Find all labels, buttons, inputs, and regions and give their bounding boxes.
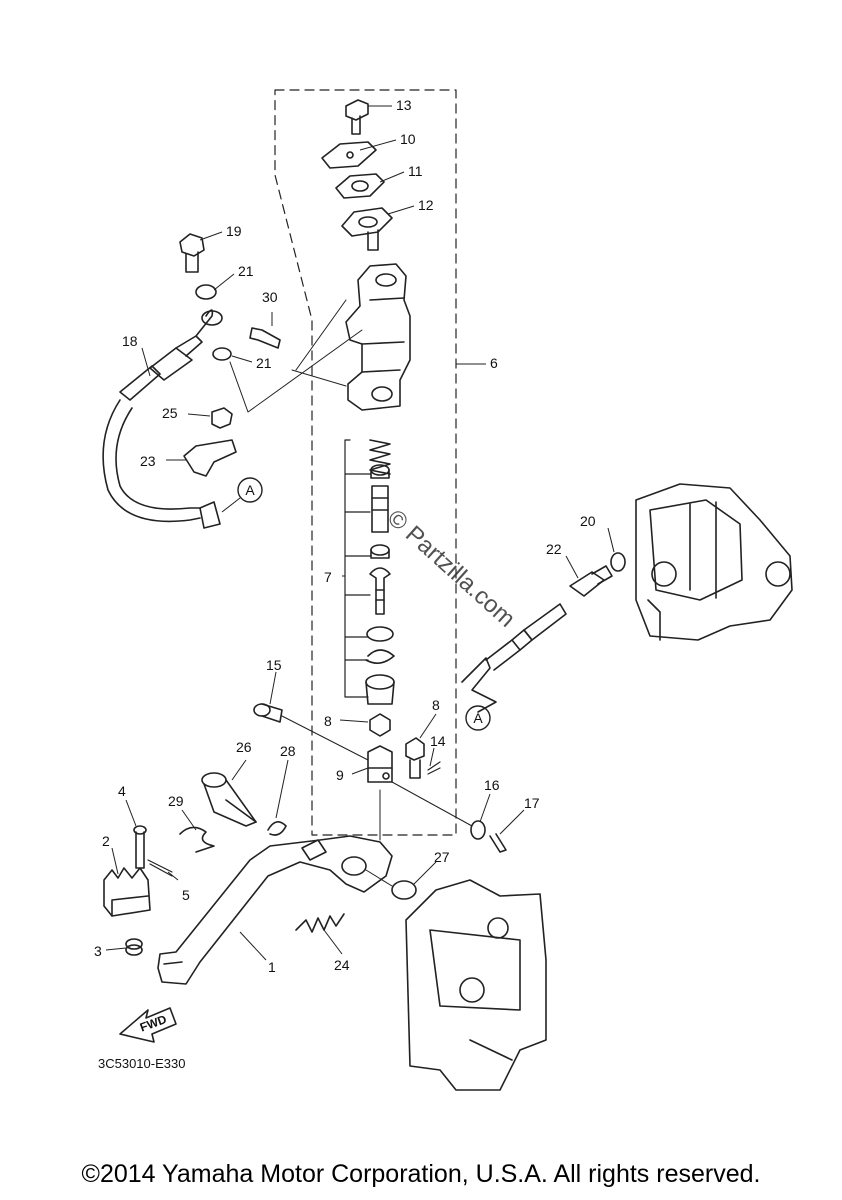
ref-marker-a-left: A — [237, 477, 263, 503]
callout-6: 6 — [490, 355, 498, 371]
part-25-shaft — [201, 772, 257, 827]
callout-13: 13 — [396, 97, 412, 113]
part-27-circlip — [267, 821, 287, 836]
callout-8-left: 8 — [324, 713, 332, 729]
part-7-cup — [370, 464, 390, 479]
part-22-banjo — [569, 565, 613, 597]
part-26-washer — [391, 880, 417, 900]
part-7-boot — [365, 674, 395, 705]
part-10-cap — [321, 141, 377, 169]
callout-2: 2 — [102, 833, 110, 849]
callout-5: 5 — [182, 887, 190, 903]
leader-hose-routing — [229, 299, 363, 413]
part-21-washer-bottom — [212, 347, 232, 361]
part-23-clamp — [183, 439, 237, 477]
callout-21-bottom: 21 — [256, 355, 272, 371]
drawing-code: 3C53010-E330 — [98, 1056, 185, 1071]
part-18-brake-hose — [102, 309, 223, 529]
callout-28: 29 — [168, 793, 184, 809]
part-28-clip — [179, 826, 215, 853]
part-21-washer-top — [195, 284, 217, 300]
part-29-spring — [295, 913, 345, 933]
fwd-arrow-shape — [119, 1007, 177, 1043]
leader-9-16 — [391, 781, 473, 827]
part-9-clevis — [367, 745, 393, 783]
part-4-pin — [133, 825, 147, 869]
part-20-washer — [610, 552, 626, 572]
callout-16: 16 — [484, 777, 500, 793]
part-7-circlip — [365, 649, 395, 664]
master-cylinder-body — [345, 263, 411, 411]
callout-7: 7 — [324, 569, 332, 585]
callout-19: 19 — [226, 223, 242, 239]
ref-marker-a-right: A — [465, 705, 491, 731]
watermark: © Partzilla.com — [382, 504, 520, 632]
callout-27: 28 — [280, 743, 296, 759]
callout-23: 23 — [140, 453, 156, 469]
part-17-cotter-pin — [489, 833, 507, 853]
callout-9: 9 — [336, 767, 344, 783]
part-18-hose-end — [461, 603, 567, 713]
part-1-brake-pedal — [157, 835, 393, 985]
part-7-piston — [371, 485, 389, 533]
callout-21-top: 21 — [238, 263, 254, 279]
part-7-bracket — [344, 439, 371, 698]
callout-22: 22 — [546, 541, 562, 557]
part-7-washer — [366, 626, 394, 642]
callout-12: 12 — [418, 197, 434, 213]
part-30-bolt — [249, 327, 281, 349]
callout-15: 15 — [266, 657, 282, 673]
callout-18: 18 — [122, 333, 138, 349]
part-15-pin — [253, 703, 283, 723]
callout-3: 3 — [94, 943, 102, 959]
svg-text:A: A — [245, 482, 255, 498]
callout-29: 24 — [334, 957, 350, 973]
callout-25: 26 — [236, 739, 252, 755]
part-3-spring — [125, 938, 143, 956]
parts-diagram: A A FWD © Partzilla.com 3C53010-E330 — [94, 89, 793, 1091]
brake-caliper — [635, 483, 793, 641]
part-7-spring — [369, 439, 391, 475]
assembly-boundary — [274, 89, 457, 836]
part-11-plate — [335, 173, 385, 199]
frame-section — [405, 879, 547, 1091]
part-13-bolt — [345, 99, 369, 135]
part-5-cotter — [147, 859, 173, 877]
part-7-pushrod — [369, 567, 391, 615]
leader-26 — [365, 869, 393, 887]
copyright-footer: ©2014 Yamaha Motor Corporation, U.S.A. A… — [81, 1160, 761, 1188]
part-16-washer — [470, 820, 486, 840]
part-24-bolt — [211, 407, 233, 429]
part-7-seal — [370, 544, 390, 559]
part-8-nut-right — [405, 737, 425, 761]
callout-30: 30 — [262, 289, 278, 305]
part-19-bolt — [179, 233, 205, 273]
callout-17: 17 — [524, 795, 540, 811]
part-2-pedal-tip — [103, 867, 151, 917]
callout-24: 25 — [162, 405, 178, 421]
svg-text:A: A — [473, 710, 483, 726]
callout-20: 20 — [580, 513, 596, 529]
callout-10: 10 — [400, 131, 416, 147]
callout-4: 4 — [118, 783, 126, 799]
callout-11: 11 — [408, 163, 423, 179]
leader-15-9 — [281, 715, 369, 761]
part-8-nut — [369, 713, 391, 737]
part-14-pin — [427, 761, 441, 775]
callout-26: 27 — [434, 849, 450, 865]
callout-8-right: 8 — [432, 697, 440, 713]
callout-1: 1 — [268, 959, 276, 975]
callout-14: 14 — [430, 733, 446, 749]
part-12-diaphragm — [341, 207, 393, 251]
